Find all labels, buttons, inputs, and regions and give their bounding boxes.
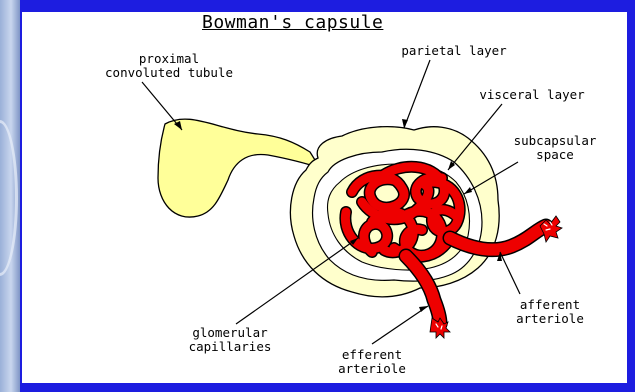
label-efferent-arteriole: efferent arteriole	[322, 348, 422, 376]
leader-proximal-tubule	[142, 82, 182, 130]
decorative-swirl	[0, 120, 18, 276]
label-afferent-arteriole: afferent arteriole	[500, 298, 600, 326]
glomerular-capillary-tuft	[345, 167, 459, 257]
leader-afferent-arteriole	[500, 252, 520, 294]
leader-efferent-arteriole	[372, 306, 428, 344]
label-visceral-layer: visceral layer	[462, 88, 602, 102]
diagram-slide: Bowman's capsule	[22, 12, 627, 383]
label-parietal-layer: parietal layer	[384, 44, 524, 58]
leader-parietal-layer	[404, 60, 430, 128]
label-subcapsular-space: subcapsular space	[500, 134, 610, 162]
label-glomerular-capillaries: glomerular capillaries	[170, 326, 290, 354]
label-proximal-convoluted-tubule: proximal convoluted tubule	[94, 52, 244, 80]
left-frame-strip	[0, 0, 20, 392]
